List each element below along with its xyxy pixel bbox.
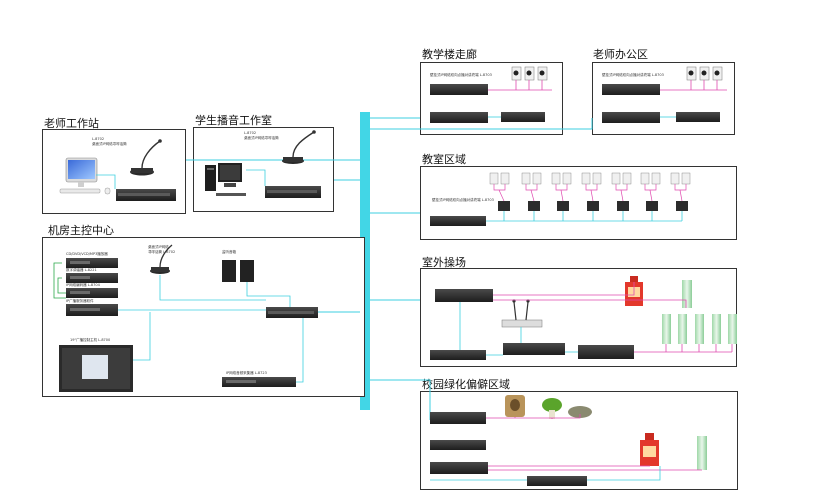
campus-green-devices	[430, 395, 707, 486]
svg-text:L-8702: L-8702	[244, 131, 256, 135]
machine-room-devices	[53, 244, 318, 392]
svg-text:壁挂式IP网络双向点播对讲终端 L-8703: 壁挂式IP网络双向点播对讲终端 L-8703	[430, 72, 492, 77]
svg-text:IP广播服务器软件: IP广播服务器软件	[66, 298, 94, 303]
section-title-classroom: 教室区域	[422, 153, 466, 166]
svg-text:19"广播控制主机 L-8700: 19"广播控制主机 L-8700	[70, 337, 110, 342]
corridor-devices	[430, 66, 552, 123]
svg-text:IP网络音频采集器 L-8723: IP网络音频采集器 L-8723	[226, 370, 267, 375]
svg-text:桌面式IP网络寻呼话筒: 桌面式IP网络寻呼话筒	[244, 135, 279, 140]
svg-text:监听音箱: 监听音箱	[222, 249, 236, 254]
svg-text:壁挂式IP网络双向点播对讲终端 L-8703: 壁挂式IP网络双向点播对讲终端 L-8703	[432, 197, 494, 202]
outdoor-devices	[430, 276, 737, 360]
svg-text:壁挂式IP网络双向点播对讲终端 L-8703: 壁挂式IP网络双向点播对讲终端 L-8703	[602, 72, 664, 77]
section-title-teacher-station: 老师工作站	[44, 117, 99, 130]
section-title-machine-room: 机房主控中心	[48, 224, 114, 237]
panel-teacher-office	[592, 62, 735, 135]
classroom-devices	[430, 172, 691, 226]
section-title-outdoor-field: 室外操场	[422, 256, 466, 269]
svg-text:数字调谐器 L-8221: 数字调谐器 L-8221	[66, 267, 97, 272]
teacher-station-devices	[59, 139, 176, 201]
svg-text:L-8702: L-8702	[92, 137, 104, 141]
svg-text:IP网络编码器 L-8704: IP网络编码器 L-8704	[66, 282, 101, 287]
svg-text:寻呼话筒 L-8702: 寻呼话筒 L-8702	[148, 249, 175, 254]
svg-text:桌面式IP网络: 桌面式IP网络	[148, 244, 169, 249]
svg-text:桌面式IP网络寻呼话筒: 桌面式IP网络寻呼话筒	[92, 141, 127, 146]
backbone-links	[186, 117, 593, 420]
student-studio-devices	[205, 130, 321, 198]
section-title-campus-green: 校园绿化偏僻区域	[422, 378, 510, 391]
office-devices	[602, 66, 727, 123]
section-title-student-studio: 学生播音工作室	[195, 114, 272, 127]
section-title-teaching-corridor: 教学楼走廊	[422, 48, 477, 61]
network-backbone	[360, 112, 370, 410]
svg-text:CD/DVD/VCD/MP3播放器: CD/DVD/VCD/MP3播放器	[66, 251, 108, 256]
section-title-teacher-office: 老师办公区	[593, 48, 648, 61]
